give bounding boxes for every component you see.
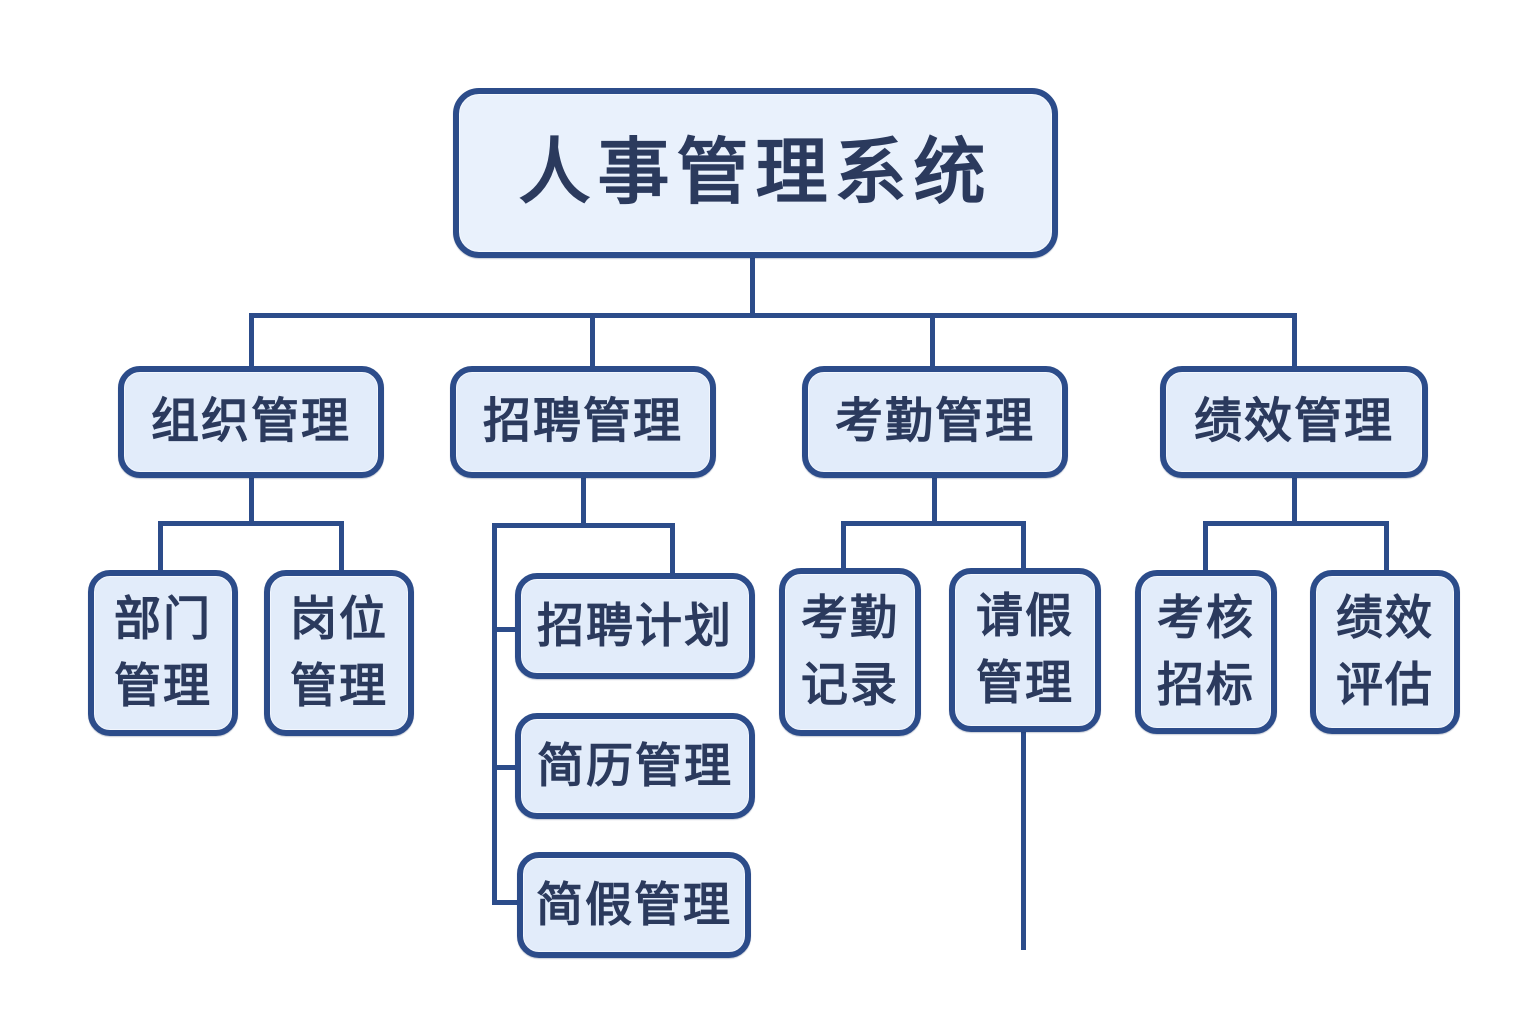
connector-recruit-drop bbox=[581, 478, 586, 527]
connector-drop-recruit bbox=[590, 313, 595, 367]
node-attendance-records: 考勤 记录 bbox=[779, 568, 921, 736]
connector-org-bus bbox=[158, 521, 344, 526]
node-label: 岗位 管理 bbox=[290, 592, 388, 712]
node-assessment-indicators: 考核 招标 bbox=[1135, 570, 1277, 734]
connector-stub-jianjia bbox=[492, 900, 520, 905]
node-label: 部门 管理 bbox=[114, 592, 212, 712]
node-label: 组织管理 bbox=[150, 394, 351, 448]
connector-drop-perf bbox=[1292, 313, 1297, 367]
node-label: 考勤管理 bbox=[834, 394, 1035, 448]
node-recruitment-plan: 招聘计划 bbox=[515, 573, 755, 679]
node-jianjia-management: 简假管理 bbox=[517, 852, 751, 958]
node-label: 招聘管理 bbox=[482, 394, 683, 448]
connector-org-drop-left bbox=[158, 521, 163, 572]
connector-stub-resume bbox=[492, 765, 518, 770]
node-performance-evaluation: 绩效 评估 bbox=[1310, 570, 1460, 734]
connector-recruit-drop-right bbox=[670, 523, 675, 575]
node-label: 绩效 评估 bbox=[1336, 591, 1434, 711]
connector-org-drop-right bbox=[339, 521, 344, 572]
node-label: 绩效管理 bbox=[1193, 394, 1394, 448]
connector-leave-tail bbox=[1021, 730, 1026, 950]
connector-drop-org bbox=[249, 313, 254, 367]
connector-perf-drop-left bbox=[1203, 521, 1208, 572]
node-label: 人事管理系统 bbox=[518, 132, 993, 213]
connector-stub-plan bbox=[492, 627, 518, 632]
connector-attend-drop-right bbox=[1021, 521, 1026, 570]
node-hr-management-system: 人事管理系统 bbox=[453, 88, 1058, 258]
node-performance-management: 绩效管理 bbox=[1160, 366, 1428, 478]
connector-attend-drop bbox=[932, 478, 937, 525]
node-recruitment-management: 招聘管理 bbox=[450, 366, 716, 478]
connector-root-drop bbox=[750, 256, 755, 316]
node-label: 考核 招标 bbox=[1157, 591, 1255, 711]
connector-recruit-trunk bbox=[492, 523, 497, 905]
connector-perf-drop-right bbox=[1384, 521, 1389, 572]
node-label: 简历管理 bbox=[537, 738, 733, 792]
node-label: 考勤 记录 bbox=[801, 591, 899, 711]
node-attendance-management: 考勤管理 bbox=[802, 366, 1068, 478]
node-organization-management: 组织管理 bbox=[118, 366, 384, 478]
node-leave-management: 请假 管理 bbox=[949, 568, 1101, 732]
node-label: 请假 管理 bbox=[976, 589, 1074, 709]
node-resume-management: 简历管理 bbox=[515, 713, 755, 819]
connector-drop-attend bbox=[930, 313, 935, 367]
connector-attend-bus bbox=[841, 521, 1026, 526]
node-label: 简假管理 bbox=[536, 877, 732, 931]
connector-perf-bus bbox=[1203, 521, 1388, 526]
connector-org-drop bbox=[249, 478, 254, 525]
node-label: 招聘计划 bbox=[537, 598, 733, 652]
connector-perf-drop bbox=[1292, 478, 1297, 525]
connector-recruit-bus bbox=[492, 523, 675, 528]
node-position-management: 岗位 管理 bbox=[264, 570, 414, 736]
connector-attend-drop-left bbox=[841, 521, 846, 570]
connector-level2-bus bbox=[249, 313, 1297, 318]
node-department-management: 部门 管理 bbox=[88, 570, 238, 736]
